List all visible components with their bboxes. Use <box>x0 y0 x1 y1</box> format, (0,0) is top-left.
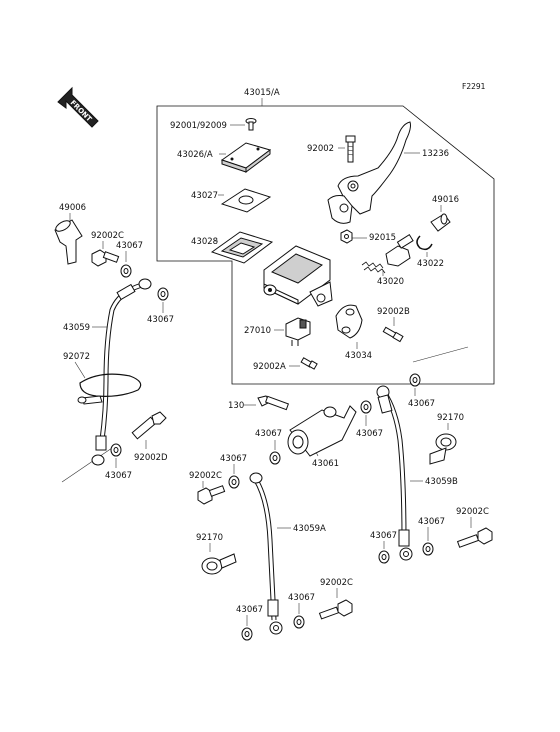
label-43067-k: 43067 <box>288 593 315 603</box>
washer-hole <box>381 554 387 560</box>
banjo-bolt-part <box>197 485 226 505</box>
label-92002c-c: 92002C <box>320 578 353 588</box>
brake-hose-part <box>91 278 152 466</box>
label-92002: 92002 <box>307 144 334 154</box>
label-43067-f: 43067 <box>220 454 247 464</box>
banjo-bolt-part <box>456 527 493 548</box>
label-92015: 92015 <box>369 233 396 243</box>
nut-part <box>340 229 353 244</box>
washer-hole <box>113 447 119 453</box>
label-92002c-a: 92002C <box>91 231 124 241</box>
label-43020: 43020 <box>377 277 404 287</box>
flange-bolt-part <box>257 395 290 411</box>
diaphragm-plate-part <box>220 188 272 213</box>
label-92002b: 92002B <box>377 307 410 317</box>
label-92001-92009: 92001/92009 <box>170 121 227 131</box>
circlip-part <box>416 235 433 251</box>
reservoir-cap-part <box>220 142 272 173</box>
washer-hole <box>272 455 278 461</box>
label-43067-a: 43067 <box>116 241 143 251</box>
label-43027: 43027 <box>191 191 218 201</box>
label-49016: 49016 <box>432 195 459 205</box>
clutch-cylinder-part <box>287 405 357 457</box>
label-92170-b: 92170 <box>196 533 223 543</box>
label-43034: 43034 <box>345 351 372 361</box>
brake-lever-part <box>327 121 411 224</box>
pivot-bolt-part <box>345 135 356 163</box>
leader <box>74 361 86 379</box>
cable-clamp-part <box>429 433 457 465</box>
label-43022: 43022 <box>417 259 444 269</box>
cut-line <box>412 346 469 363</box>
label-43067-i: 43067 <box>418 517 445 527</box>
assembly-outline <box>156 105 495 385</box>
label-43028: 43028 <box>191 237 218 247</box>
piston-set-part <box>361 234 414 274</box>
label-49006: 49006 <box>59 203 86 213</box>
screw-92002b-part <box>382 326 404 343</box>
front-arrow-icon: FRONT <box>57 86 99 128</box>
washer-hole <box>425 546 431 552</box>
label-92002a: 92002A <box>253 362 286 372</box>
label-13236: 13236 <box>422 149 449 159</box>
label-43067-d: 43067 <box>255 429 282 439</box>
label-43067-b: 43067 <box>147 315 174 325</box>
label-43059b: 43059B <box>425 477 458 487</box>
label-27010: 27010 <box>244 326 271 336</box>
brake-hose-43059a-part <box>249 472 283 635</box>
label-43067-g: 43067 <box>408 399 435 409</box>
label-92002c-b: 92002C <box>189 471 222 481</box>
washer-hole <box>412 377 418 383</box>
label-43059a: 43059A <box>293 524 326 534</box>
washer-hole <box>296 619 302 625</box>
rubber-cap-part <box>54 219 83 265</box>
label-43067-h: 43067 <box>370 531 397 541</box>
label-92002d: 92002D <box>134 453 168 463</box>
cut-line <box>61 447 113 483</box>
dust-boot-part <box>430 213 451 232</box>
brake-hose-43059b-part <box>376 385 413 561</box>
label-43026a: 43026/A <box>177 150 213 160</box>
label-43067-c: 43067 <box>105 471 132 481</box>
hose-clamp-part <box>77 373 142 405</box>
washer-hole <box>231 479 237 485</box>
washer-hole <box>363 404 369 410</box>
label-92002c-d: 92002C <box>456 507 489 517</box>
brake-switch-part <box>285 317 311 346</box>
diaphragm-part <box>210 231 274 264</box>
screw-part <box>245 118 257 131</box>
holder-clamp-part <box>335 304 363 339</box>
screw-92002a-part <box>300 357 318 370</box>
banjo-bolt-92002d-part <box>131 411 167 440</box>
label-43067-j: 43067 <box>236 605 263 615</box>
label-43067-e: 43067 <box>356 429 383 439</box>
figure-code: F2291 <box>462 82 486 91</box>
label-43015a: 43015/A <box>244 88 280 98</box>
front-label: FRONT <box>69 99 94 124</box>
washer-hole <box>123 268 129 274</box>
label-130: 130 <box>228 401 244 411</box>
master-cylinder-body-part <box>263 245 333 307</box>
washer-hole <box>244 631 250 637</box>
washer-hole <box>160 291 166 297</box>
label-43059: 43059 <box>63 323 90 333</box>
banjo-bolt-part <box>91 249 120 267</box>
banjo-bolt-part <box>318 599 353 620</box>
label-92072: 92072 <box>63 352 90 362</box>
label-92170-a: 92170 <box>437 413 464 423</box>
cable-clamp-part <box>201 553 237 575</box>
label-43061: 43061 <box>312 459 339 469</box>
